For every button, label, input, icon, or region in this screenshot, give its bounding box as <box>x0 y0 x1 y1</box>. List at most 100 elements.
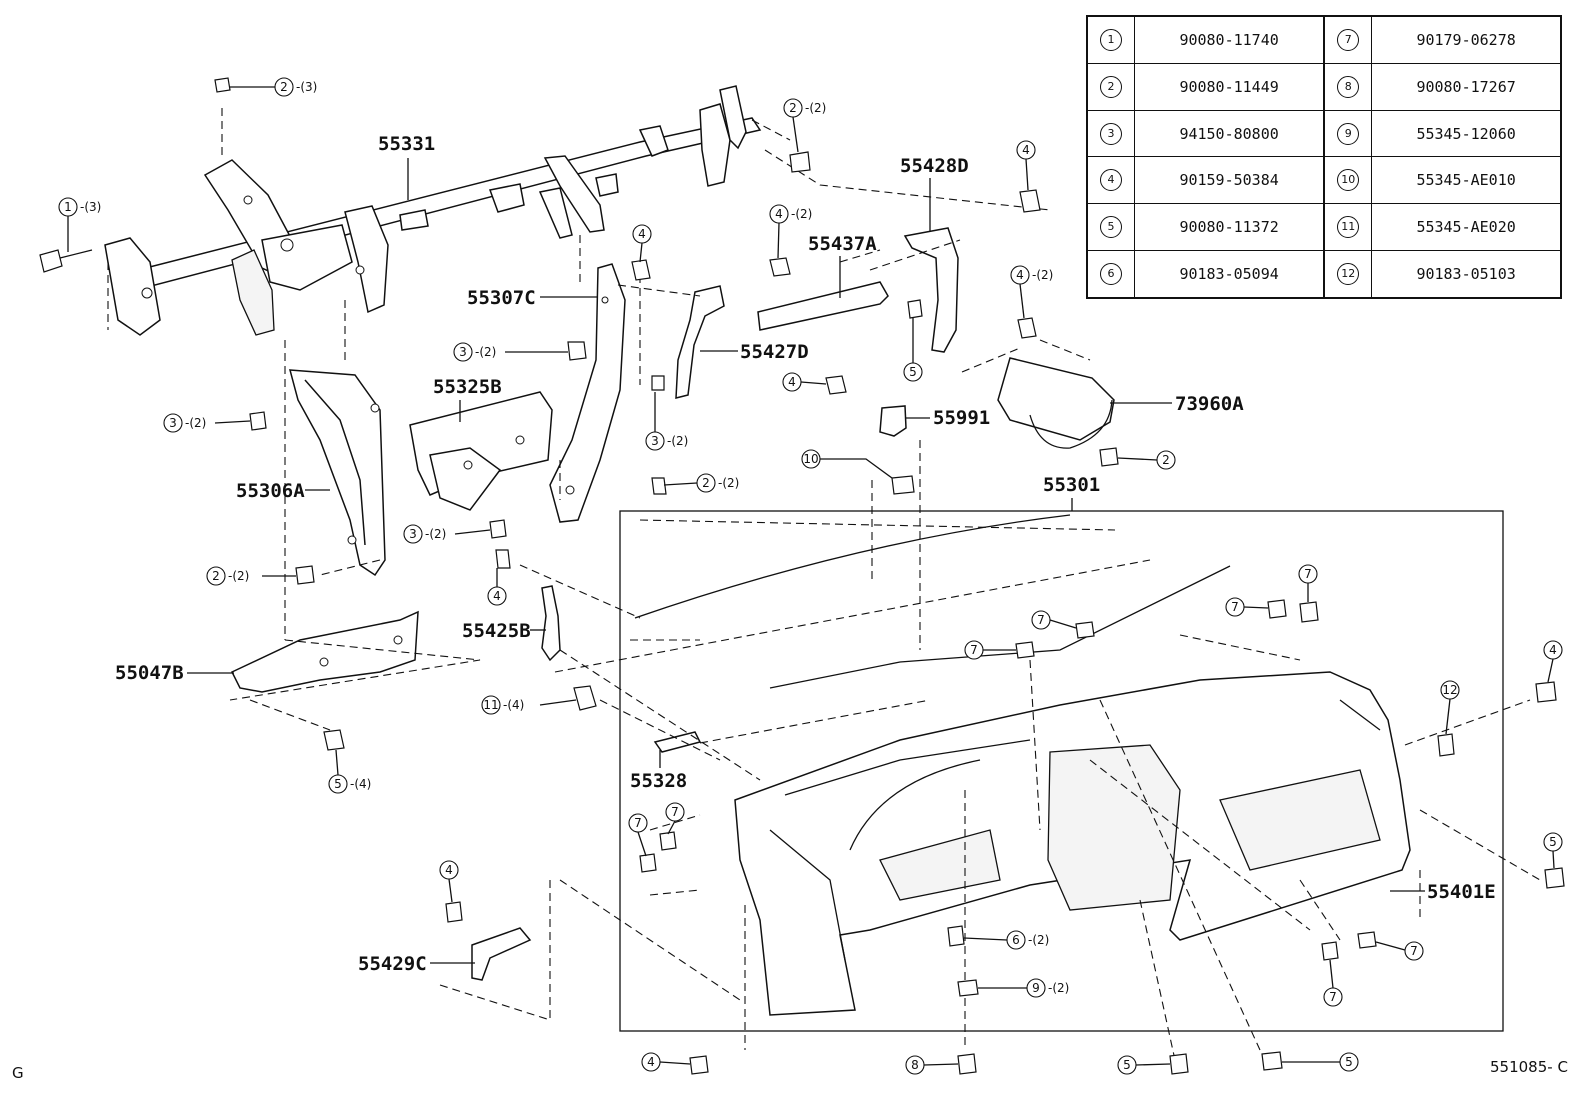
airbag-73960A-drawing <box>997 357 1115 449</box>
footer-left-mark: G <box>12 1064 24 1082</box>
label-55427D: 55427D <box>740 341 809 363</box>
svg-text:7: 7 <box>1329 990 1337 1004</box>
svg-text:2: 2 <box>702 476 710 490</box>
legend-callout-number: 10 <box>1323 156 1373 205</box>
callout-3d: 3 -(2) <box>403 524 491 544</box>
svg-text:5: 5 <box>1549 835 1557 849</box>
legend-part-number: 90179-06278 <box>1371 16 1561 64</box>
callout-3c: 3 -(2) <box>645 392 688 451</box>
callout-4h: 4 <box>439 860 459 903</box>
callout-2e: 2 -(2) <box>206 566 296 586</box>
svg-text:-(3): -(3) <box>296 80 317 94</box>
reinforcement-55331-drawing <box>104 85 762 336</box>
label-55328: 55328 <box>630 770 687 792</box>
svg-text:3: 3 <box>169 416 177 430</box>
legend-part-number: 90080-11449 <box>1134 62 1325 111</box>
svg-text:-(2): -(2) <box>1032 268 1053 282</box>
label-55325B: 55325B <box>433 376 502 398</box>
callout-2a: 2 -(3) <box>230 77 317 97</box>
svg-text:5: 5 <box>1345 1055 1353 1069</box>
brace-55306A-drawing <box>289 369 386 577</box>
svg-text:7: 7 <box>970 643 978 657</box>
svg-text:3: 3 <box>459 345 467 359</box>
legend-part-number: 90080-11740 <box>1134 16 1325 64</box>
instrument-panel-55401E-drawing <box>734 565 1411 1016</box>
svg-text:-(2): -(2) <box>425 527 446 541</box>
legend-callout-number: 6 <box>1087 250 1135 298</box>
legend-callout-number: 4 <box>1087 156 1135 205</box>
label-55428D: 55428D <box>900 155 969 177</box>
svg-text:-(4): -(4) <box>350 777 371 791</box>
callout-1: 1 -(3) <box>58 197 101 252</box>
legend-part-number: 90080-11372 <box>1134 203 1325 252</box>
legend-callout-number: 11 <box>1323 203 1373 252</box>
svg-text:7: 7 <box>1304 567 1312 581</box>
callout-3b: 3 -(2) <box>163 413 251 433</box>
label-55437A: 55437A <box>808 233 877 255</box>
label-55301: 55301 <box>1043 474 1100 496</box>
svg-text:1: 1 <box>64 200 72 214</box>
svg-text:4: 4 <box>445 863 453 877</box>
callout-7b: 7 <box>1225 597 1269 617</box>
callout-5c: 5 <box>1543 832 1563 869</box>
legend-part-number: 55345-AE010 <box>1371 156 1561 205</box>
svg-text:-(2): -(2) <box>805 101 826 115</box>
svg-text:-(2): -(2) <box>185 416 206 430</box>
legend-part-number: 55345-12060 <box>1371 109 1561 158</box>
svg-text:7: 7 <box>1231 600 1239 614</box>
label-73960A: 73960A <box>1175 393 1244 415</box>
callout-8: 8 <box>905 1055 959 1075</box>
svg-text:-(2): -(2) <box>667 434 688 448</box>
callout-7h: 7 <box>1323 959 1343 1007</box>
clip-55991-drawing <box>879 405 907 437</box>
callout-4c: 4 <box>632 224 652 263</box>
bracket-55425B-drawing <box>541 585 561 662</box>
callout-7c: 7 <box>1031 610 1077 630</box>
svg-text:-(2): -(2) <box>791 207 812 221</box>
label-55306A: 55306A <box>236 480 305 502</box>
legend-callout-number: 1 <box>1087 16 1135 64</box>
svg-text:5: 5 <box>1123 1058 1131 1072</box>
svg-text:4: 4 <box>647 1055 655 1069</box>
svg-text:-(2): -(2) <box>1048 981 1069 995</box>
callout-7g: 7 <box>1375 941 1424 961</box>
legend-part-number: 90183-05103 <box>1371 250 1561 298</box>
legend-callout-number: 5 <box>1087 203 1135 252</box>
bracket-55428D-drawing <box>903 227 959 353</box>
svg-text:-(2): -(2) <box>1028 933 1049 947</box>
callout-2d: 2 -(2) <box>663 473 739 493</box>
callout-4i: 4 <box>641 1052 691 1072</box>
label-55401E: 55401E <box>1427 881 1496 903</box>
svg-text:4: 4 <box>775 207 783 221</box>
legend-part-number: 90159-50384 <box>1134 156 1325 205</box>
brace-55307C-drawing <box>549 263 626 523</box>
legend-part-number: 55345-AE020 <box>1371 203 1561 252</box>
svg-text:10: 10 <box>803 452 818 466</box>
svg-text:5: 5 <box>909 365 917 379</box>
callout-7d: 7 <box>964 640 1016 660</box>
svg-text:-(3): -(3) <box>80 200 101 214</box>
dash-top-line <box>634 514 1071 619</box>
svg-text:7: 7 <box>1037 613 1045 627</box>
callout-2b: 2 -(2) <box>783 98 826 153</box>
svg-text:12: 12 <box>1442 683 1457 697</box>
dashed-guides <box>107 108 1541 1061</box>
bracket-55427D-drawing <box>675 285 725 399</box>
bracket-55437A-drawing <box>757 281 889 331</box>
svg-text:-(2): -(2) <box>718 476 739 490</box>
svg-text:-(4): -(4) <box>503 698 524 712</box>
svg-text:9: 9 <box>1032 981 1040 995</box>
svg-text:-(2): -(2) <box>228 569 249 583</box>
callout-7a: 7 <box>1298 564 1318 602</box>
legend-callout-number: 9 <box>1323 109 1373 158</box>
bracket-55328-drawing <box>653 731 702 753</box>
label-55425B: 55425B <box>462 620 531 642</box>
callout-2c: 2 <box>1117 450 1176 470</box>
callout-12: 12 <box>1440 680 1460 735</box>
fasteners <box>39 77 1565 1075</box>
svg-text:4: 4 <box>1022 143 1030 157</box>
